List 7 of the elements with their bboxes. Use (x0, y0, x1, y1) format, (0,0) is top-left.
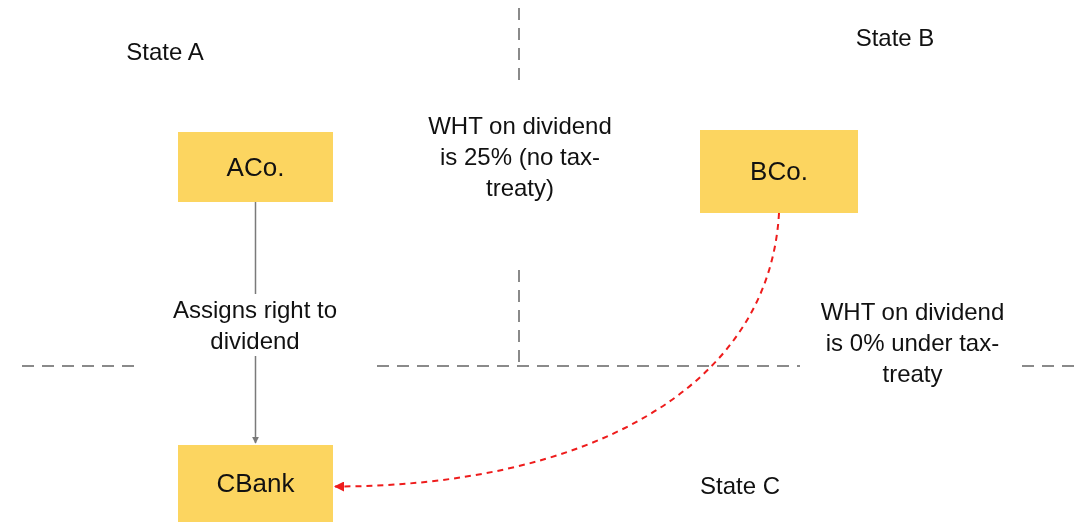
entity-box: BCo. (700, 130, 858, 213)
region-label: State A (125, 37, 205, 67)
region-label: State C (698, 471, 781, 501)
entity-box: ACo. (178, 132, 333, 202)
region-label: State B (854, 23, 936, 53)
arrow (334, 212, 780, 492)
entity-box: CBank (178, 445, 333, 522)
